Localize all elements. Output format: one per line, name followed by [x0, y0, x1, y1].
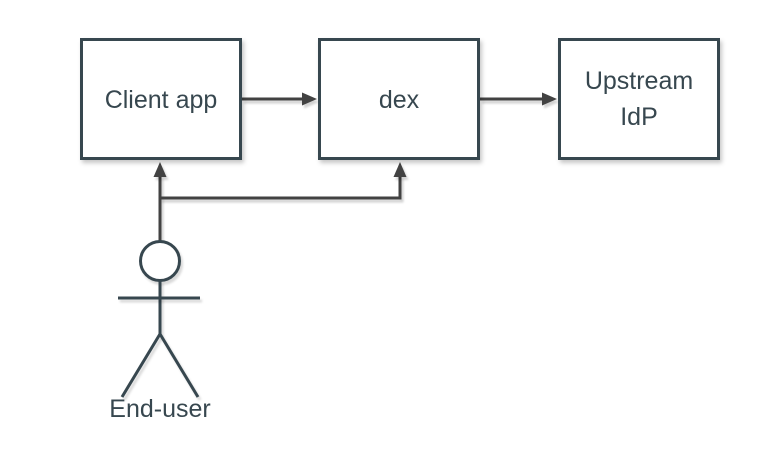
arrowhead-icon	[302, 92, 317, 106]
node-label-line-1: Upstream	[585, 67, 693, 95]
actor-head	[139, 240, 181, 282]
node-box	[80, 38, 242, 160]
edge-line	[160, 176, 402, 200]
edge-client-app-to-dex	[242, 92, 317, 106]
edge-dex-to-upstream-idp	[480, 92, 557, 106]
node-label: dex	[379, 86, 420, 114]
arrowhead-icon	[393, 162, 407, 177]
arrowhead-icon	[542, 92, 557, 106]
node-label-line-2: IdP	[620, 103, 658, 131]
actor-right-leg	[158, 333, 200, 398]
node-dex: dex	[318, 38, 480, 160]
arrowhead-icon	[153, 162, 167, 177]
node-upstream-idp: Upstream IdP	[558, 38, 720, 160]
edge-end-user-to-client-app	[153, 162, 167, 241]
actor-end-user: End-user	[109, 240, 211, 423]
node-box	[318, 38, 480, 160]
node-box	[558, 38, 720, 160]
edge-end-user-to-dex	[160, 162, 407, 200]
node-client-app: Client app	[80, 38, 242, 160]
actor-label: End-user	[109, 395, 210, 423]
actor-left-leg	[120, 333, 162, 398]
node-label: Client app	[105, 86, 218, 114]
